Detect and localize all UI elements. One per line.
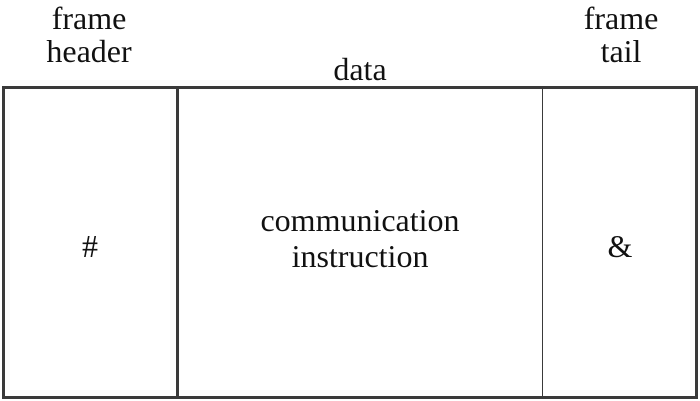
- frame-header-symbol: #: [82, 228, 98, 264]
- frame-header-cell: [2, 86, 181, 399]
- frame-header-label: frame header: [0, 2, 178, 68]
- data-content-line1: communication: [260, 202, 460, 238]
- frame-tail-label: frame tail: [542, 2, 700, 68]
- frame-tail-cell: [543, 86, 698, 399]
- data-cell: [176, 86, 545, 399]
- frame-tail-symbol: &: [607, 228, 633, 264]
- data-label-text: data: [333, 51, 387, 87]
- frame-header-label-line2: header: [46, 33, 132, 69]
- frame-header-label-line1: frame: [51, 0, 127, 36]
- frame-tail-label-line1: frame: [583, 0, 659, 36]
- data-content: communication instruction: [178, 202, 542, 274]
- data-content-line2: instruction: [291, 238, 429, 274]
- frame-tail-label-line2: tail: [600, 33, 642, 69]
- data-label: data: [178, 53, 542, 86]
